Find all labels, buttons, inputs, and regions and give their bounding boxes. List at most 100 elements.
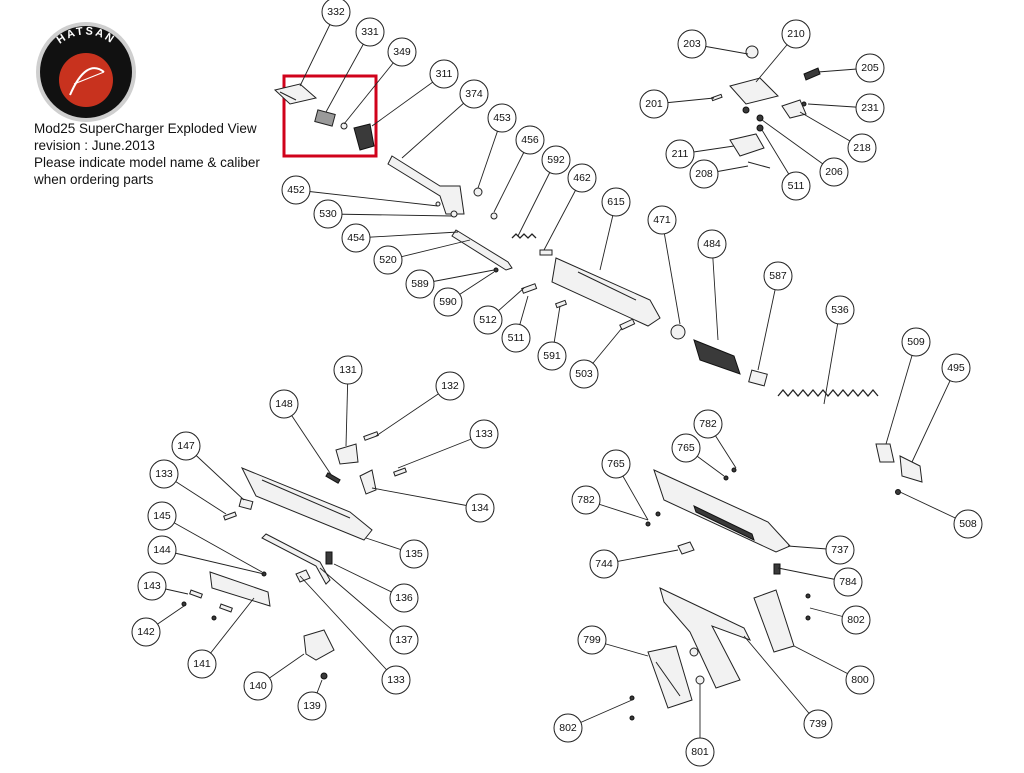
callout-number: 331 [361, 26, 379, 38]
part-callout-142: 142 [131, 617, 161, 647]
callout-number: 802 [559, 722, 577, 734]
part-callout-520: 520 [373, 245, 403, 275]
callout-number: 349 [393, 46, 411, 58]
callout-number: 456 [521, 134, 539, 146]
callout-number: 800 [851, 674, 869, 686]
callout-number: 592 [547, 154, 565, 166]
callout-number: 145 [153, 510, 171, 522]
leader-line [343, 51, 403, 125]
part-callout-456: 456 [515, 125, 545, 155]
part-callout-737: 737 [825, 535, 855, 565]
callout-circle [435, 371, 465, 401]
part-callout-471: 471 [647, 205, 677, 235]
callout-circle [689, 159, 719, 189]
part-callout-799: 799 [577, 625, 607, 655]
part-callout-590: 590 [433, 287, 463, 317]
part-callout-765: 765 [601, 449, 631, 479]
leader-line [401, 93, 475, 159]
part-callout-211: 211 [665, 139, 695, 169]
callout-circle [399, 539, 429, 569]
part-callout-801: 801 [685, 737, 715, 767]
part-callout-530: 530 [313, 199, 343, 229]
part-callout-782: 782 [693, 409, 723, 439]
callout-number: 587 [769, 270, 787, 282]
leader-line [161, 549, 265, 575]
part-callout-133: 133 [149, 459, 179, 489]
part-callout-206: 206 [819, 157, 849, 187]
callout-circle [571, 485, 601, 515]
part-callout-349: 349 [387, 37, 417, 67]
callout-number: 205 [861, 62, 879, 74]
part-callout-147: 147 [171, 431, 201, 461]
callout-circle [171, 431, 201, 461]
callout-circle [567, 163, 597, 193]
leader-line [161, 515, 263, 573]
callout-circle [389, 583, 419, 613]
callout-number: 589 [411, 278, 429, 290]
callout-circle [553, 713, 583, 743]
callout-number: 143 [143, 580, 161, 592]
callout-circle [187, 649, 217, 679]
callout-circle [131, 617, 161, 647]
callout-number: 511 [788, 180, 805, 192]
title-line-note-2: when ordering parts [34, 172, 154, 187]
callout-circle [321, 0, 351, 27]
callout-number: 211 [672, 148, 689, 160]
callout-circle [243, 671, 273, 701]
callout-number: 744 [595, 558, 613, 570]
part-callout-203: 203 [677, 29, 707, 59]
part-callout-201: 201 [639, 89, 669, 119]
part-callout-231: 231 [855, 93, 885, 123]
part-callout-615: 615 [601, 187, 631, 217]
part-callout-782: 782 [571, 485, 601, 515]
part-callout-137: 137 [389, 625, 419, 655]
callout-circle [953, 509, 983, 539]
part-callout-592: 592 [541, 145, 571, 175]
part-callout-739: 739 [803, 709, 833, 739]
callout-number: 374 [465, 88, 483, 100]
callout-circle [469, 419, 499, 449]
callout-number: 784 [839, 576, 857, 588]
callout-circle [601, 449, 631, 479]
callout-number: 201 [645, 98, 663, 110]
arrow-icon [73, 71, 105, 85]
callout-circle [137, 571, 167, 601]
part-callout-462: 462 [567, 163, 597, 193]
callout-number: 782 [699, 418, 717, 430]
callout-circle [781, 171, 811, 201]
callout-number: 462 [573, 172, 591, 184]
callout-number: 231 [861, 102, 879, 114]
callout-number: 615 [607, 196, 625, 208]
callout-circle [841, 605, 871, 635]
callout-number: 132 [441, 380, 459, 392]
title-block: Mod25 SuperCharger Exploded View revisio… [34, 120, 294, 188]
bow-icon [69, 67, 105, 96]
callout-circle [313, 199, 343, 229]
barrel-assembly-parts [273, 83, 923, 495]
part-callout-148: 148 [269, 389, 299, 419]
leader-line [911, 367, 957, 463]
callout-number: 144 [153, 544, 171, 556]
part-callout-495: 495 [941, 353, 971, 383]
part-callout-135: 135 [399, 539, 429, 569]
leader-line [885, 341, 917, 445]
callout-circle [677, 29, 707, 59]
callout-circle [405, 269, 435, 299]
callout-number: 801 [691, 746, 709, 758]
callout-number: 737 [831, 544, 849, 556]
callout-circle [569, 359, 599, 389]
leader-line [327, 213, 453, 217]
callout-circle [845, 665, 875, 695]
part-callout-331: 331 [355, 17, 385, 47]
callout-circle [333, 355, 363, 385]
callout-circle [147, 535, 177, 565]
part-callout-509: 509 [901, 327, 931, 357]
part-callout-144: 144 [147, 535, 177, 565]
callout-number: 799 [583, 634, 601, 646]
part-callout-136: 136 [389, 583, 419, 613]
callout-circle [671, 433, 701, 463]
callout-circle [473, 305, 503, 335]
leader-line [371, 73, 445, 127]
part-callout-784: 784 [833, 567, 863, 597]
part-callout-210: 210 [781, 19, 811, 49]
